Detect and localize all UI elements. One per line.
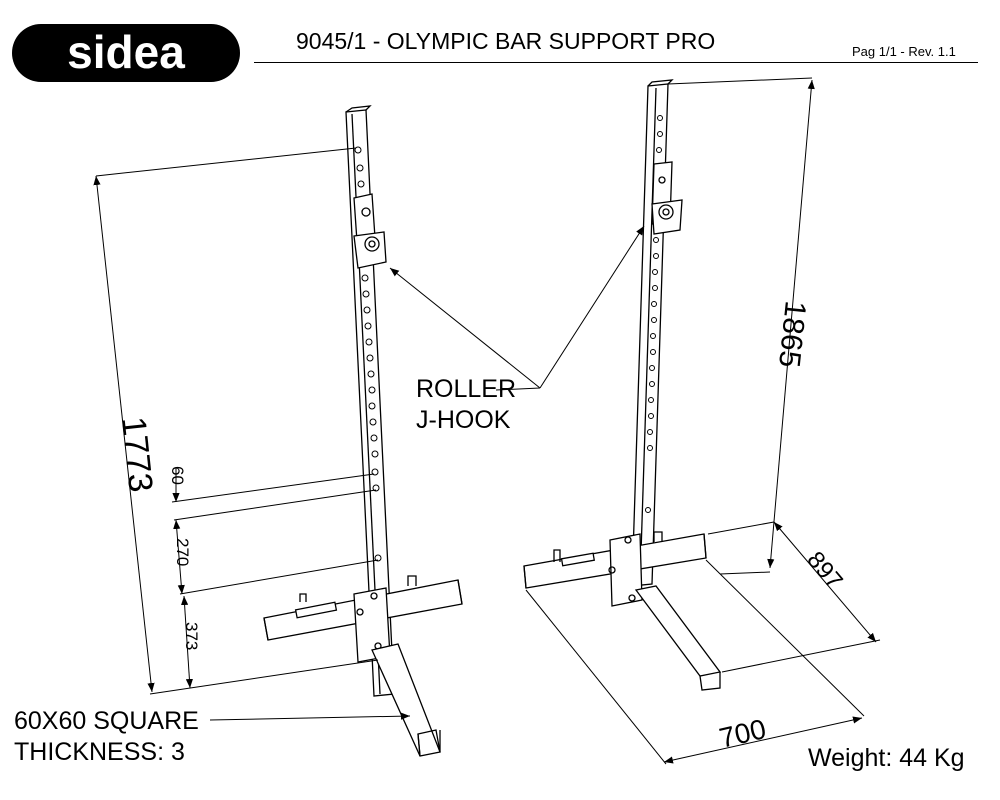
header-rule bbox=[254, 62, 978, 63]
j-hook-label: J-HOOK bbox=[416, 406, 511, 434]
roller-j-hook-callout: ROLLER J-HOOK bbox=[416, 374, 516, 436]
dim-1773: 1773 bbox=[114, 415, 160, 494]
page-revision: Pag 1/1 - Rev. 1.1 bbox=[852, 44, 956, 59]
document-title: 9045/1 - OLYMPIC BAR SUPPORT PRO bbox=[296, 28, 716, 54]
dim-1865: 1865 bbox=[772, 299, 812, 369]
dim-270: 270 bbox=[173, 538, 192, 566]
right-upright-holes bbox=[645, 115, 663, 513]
dimension-lines bbox=[93, 77, 881, 765]
left-upright-holes bbox=[354, 146, 382, 562]
tube-thickness-label: THICKNESS: 3 bbox=[14, 738, 185, 766]
right-stand bbox=[523, 79, 722, 691]
right-roller-j-hook bbox=[651, 161, 683, 235]
brand-text: sidea bbox=[67, 26, 185, 78]
weight-label: Weight: 44 Kg bbox=[808, 744, 965, 772]
left-stand bbox=[263, 105, 463, 757]
tube-spec-callout: 60X60 SQUARE THICKNESS: 3 bbox=[14, 706, 199, 768]
dim-373: 373 bbox=[182, 622, 201, 650]
roller-label: ROLLER bbox=[416, 375, 517, 403]
sidea-logo: sidea bbox=[12, 24, 240, 82]
tube-size-label: 60X60 SQUARE bbox=[14, 707, 199, 735]
dim-60: 60 bbox=[168, 466, 187, 485]
dim-897: 897 bbox=[801, 547, 847, 595]
dim-700: 700 bbox=[716, 713, 768, 754]
left-roller-j-hook bbox=[353, 193, 387, 269]
